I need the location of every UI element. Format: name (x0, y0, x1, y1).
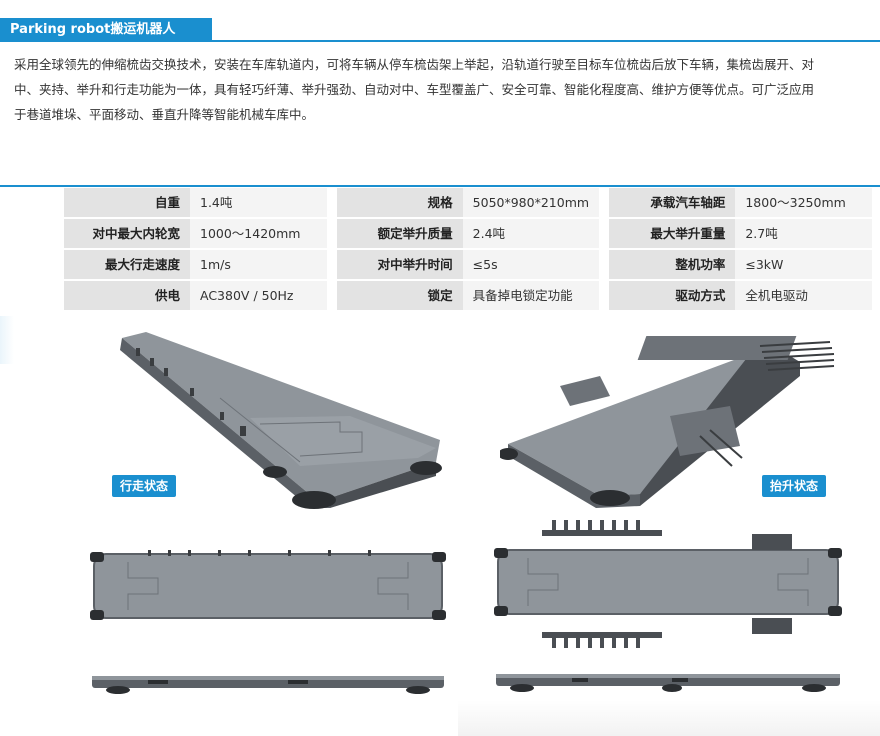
spec-cell: 最大举升重量 2.7吨 (609, 219, 873, 250)
left-accent (0, 316, 14, 364)
robot-lift-perspective (500, 336, 835, 508)
spec-label: 供电 (64, 281, 190, 312)
spec-label: 最大行走速度 (64, 250, 190, 281)
spec-value: 1800～3250mm (735, 188, 873, 219)
spec-cell: 整机功率 ≤3kW (609, 250, 873, 281)
page-title: Parking robot搬运机器人 (0, 18, 212, 42)
spec-cell: 规格 5050*980*210mm (336, 188, 600, 219)
spec-value: 5050*980*210mm (462, 188, 600, 219)
spec-cell: 锁定 具备掉电锁定功能 (336, 281, 600, 312)
spec-value: 1.4吨 (190, 188, 327, 219)
band-divider (0, 185, 880, 187)
spec-value: 2.7吨 (735, 219, 873, 250)
spec-cell: 额定举升质量 2.4吨 (336, 219, 600, 250)
travel-state-badge: 行走状态 (112, 475, 177, 497)
robot-lift-top-view (494, 520, 842, 648)
spec-label: 自重 (64, 188, 190, 219)
bottom-strip (458, 700, 880, 736)
robot-lift-side-view (496, 674, 840, 692)
spec-row: 最大行走速度 1m/s 对中举升时间 ≤5s 整机功率 ≤3kW (64, 250, 873, 281)
spec-label: 锁定 (336, 281, 463, 312)
spec-value: AC380V / 50Hz (190, 281, 327, 312)
spec-value: 具备掉电锁定功能 (462, 281, 600, 312)
robot-travel-perspective (120, 332, 442, 509)
spec-cell: 对中最大内轮宽 1000～1420mm (64, 219, 327, 250)
spec-cell: 供电 AC380V / 50Hz (64, 281, 327, 312)
spec-label: 驱动方式 (609, 281, 736, 312)
spec-row: 供电 AC380V / 50Hz 锁定 具备掉电锁定功能 驱动方式 全机电驱动 (64, 281, 873, 312)
spec-cell: 对中举升时间 ≤5s (336, 250, 600, 281)
title-rule (212, 40, 880, 42)
spec-label: 对中最大内轮宽 (64, 219, 190, 250)
spec-value: 1000～1420mm (190, 219, 327, 250)
spec-cell: 自重 1.4吨 (64, 188, 327, 219)
spec-value: 2.4吨 (462, 219, 600, 250)
spec-label: 规格 (336, 188, 463, 219)
spec-label: 整机功率 (609, 250, 736, 281)
spec-cell: 最大行走速度 1m/s (64, 250, 327, 281)
spec-label: 额定举升质量 (336, 219, 463, 250)
robot-travel-side-view (92, 676, 444, 694)
spec-row: 自重 1.4吨 规格 5050*980*210mm 承载汽车轴距 1800～32… (64, 188, 873, 219)
spec-table: 自重 1.4吨 规格 5050*980*210mm 承载汽车轴距 1800～32… (64, 188, 873, 312)
spec-value: 全机电驱动 (735, 281, 873, 312)
spec-value: ≤3kW (735, 250, 873, 281)
robot-travel-top-view (90, 550, 446, 620)
spec-cell: 承载汽车轴距 1800～3250mm (609, 188, 873, 219)
intro-paragraph: 采用全球领先的伸缩梳齿交换技术，安装在车库轨道内，可将车辆从停车梳齿架上举起，沿… (14, 57, 815, 122)
spec-value: ≤5s (462, 250, 600, 281)
spec-label: 对中举升时间 (336, 250, 463, 281)
spec-label: 最大举升重量 (609, 219, 736, 250)
spec-row: 对中最大内轮宽 1000～1420mm 额定举升质量 2.4吨 最大举升重量 2… (64, 219, 873, 250)
spec-value: 1m/s (190, 250, 327, 281)
lift-state-badge: 抬升状态 (762, 475, 827, 497)
spec-label: 承载汽车轴距 (609, 188, 736, 219)
spec-cell: 驱动方式 全机电驱动 (609, 281, 873, 312)
